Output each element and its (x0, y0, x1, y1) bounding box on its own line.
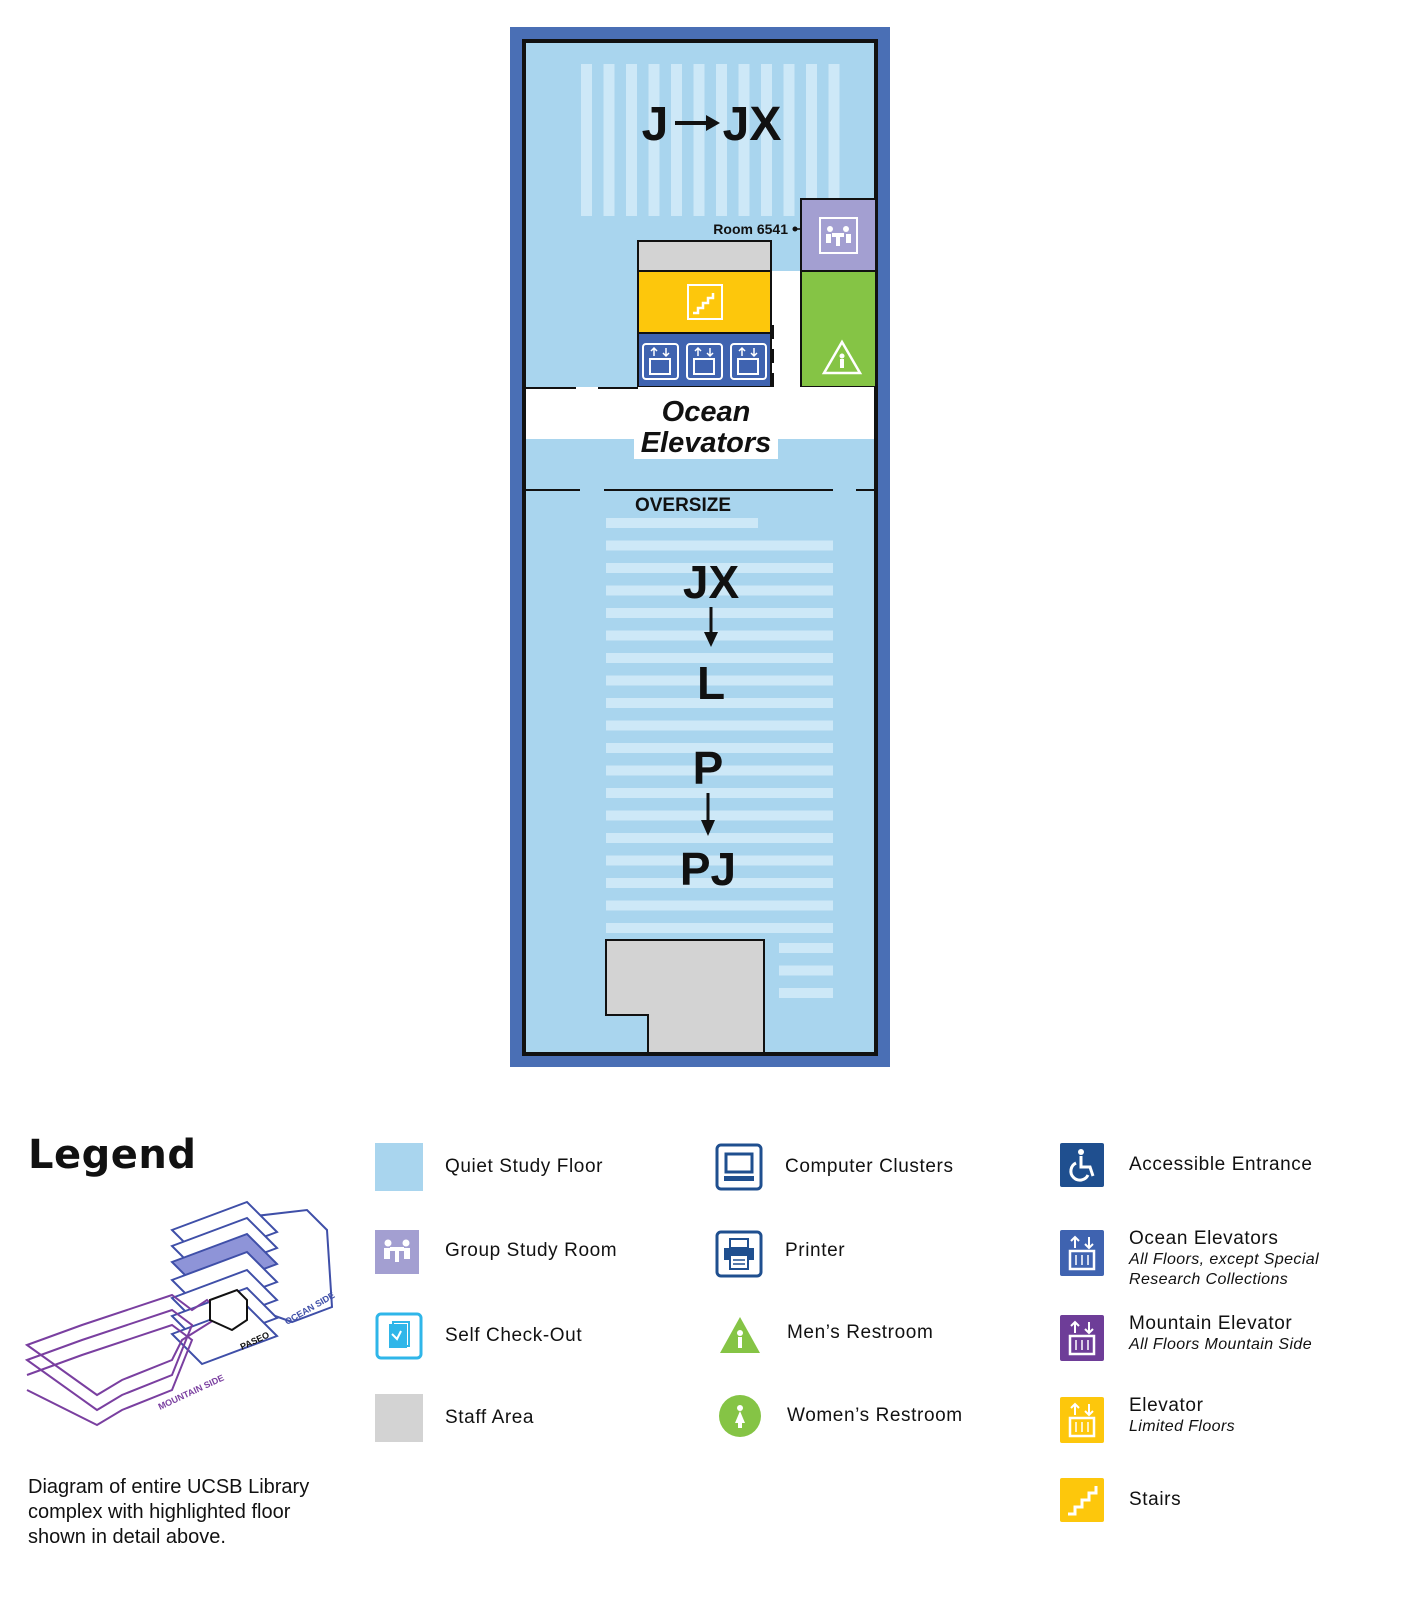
ocean-elevators-label-line2: Elevators (641, 427, 772, 459)
shelf-stripe (806, 64, 817, 216)
ocean-elevator-icon (1060, 1230, 1104, 1276)
shelf-stripe (606, 675, 833, 686)
shelf-stripe (606, 788, 833, 798)
shelf-stripe (779, 988, 833, 998)
group-study-icon (826, 226, 851, 246)
legend-item-ocean-elevators: Ocean Elevators All Floors, except Speci… (1060, 1228, 1339, 1290)
floor-plan-map: Room 6541 (510, 27, 890, 1067)
shelf-stripe (716, 64, 727, 216)
elevator-icon (642, 343, 679, 380)
elevator-icon (730, 343, 767, 380)
shelf-stripe (779, 965, 833, 976)
oversize-label: OVERSIZE (635, 495, 731, 516)
legend-item-printer: Printer (715, 1230, 845, 1278)
call-number-p-pj: P PJ (680, 742, 736, 895)
self-checkout-icon (375, 1312, 423, 1360)
shelf-stripe (581, 64, 592, 216)
stairs[interactable] (637, 270, 772, 334)
computer-icon (715, 1143, 763, 1191)
shelf-stripe (606, 563, 833, 573)
shelf-stripe (606, 540, 833, 551)
shelf-stripe (738, 64, 750, 216)
svg-text:PJ: PJ (680, 843, 736, 895)
legend-item-computer-clusters: Computer Clusters (715, 1143, 954, 1191)
legend-item-accessible-entrance: Accessible Entrance (1060, 1143, 1313, 1187)
call-number-jx-l: JX L (683, 556, 740, 709)
shelf-stripe (606, 923, 833, 933)
printer-icon (715, 1230, 763, 1278)
shelf-stripe (606, 810, 833, 821)
legend-item-self-checkout: Self Check-Out (375, 1312, 582, 1360)
mens-restroom-icon (821, 339, 863, 375)
shelf-stripe (606, 698, 833, 708)
elevator-lobby (526, 387, 874, 439)
legend-item-mountain-elevator: Mountain Elevator All Floors Mountain Si… (1060, 1313, 1312, 1361)
staff-area-swatch (375, 1394, 423, 1442)
shelf-stripe (606, 743, 833, 753)
shelf-stripe (671, 64, 682, 216)
group-study-icon (375, 1230, 419, 1274)
shelf-stripe (606, 855, 833, 866)
wheelchair-icon (1060, 1143, 1104, 1187)
womens-restroom-icon (719, 1395, 761, 1437)
mens-restroom[interactable] (800, 270, 877, 388)
mountain-elevator-icon (1060, 1315, 1104, 1361)
room-label: Room 6541 (713, 221, 788, 237)
group-study-room-6541[interactable] (800, 198, 877, 272)
shelf-stripe (603, 64, 615, 216)
call-number-j-jx: J JX (642, 98, 782, 151)
ocean-elevators-label: Ocean (662, 396, 751, 428)
shelf-stripe (606, 518, 758, 528)
shelf-stripe (828, 64, 840, 216)
legend-item-elevator: Elevator Limited Floors (1060, 1395, 1235, 1443)
legend-caption: Diagram of entire UCSB Library complex w… (28, 1476, 310, 1548)
elevator-icon (686, 343, 723, 380)
shelf-stripe (648, 64, 660, 216)
quiet-study-swatch (375, 1143, 423, 1191)
legend-title: Legend (28, 1132, 197, 1178)
shelf-stripe (606, 608, 833, 618)
legend-item-group-study: Group Study Room (375, 1230, 617, 1274)
stairs-icon (693, 293, 715, 315)
legend-item-staff-area: Staff Area (375, 1394, 534, 1442)
shelf-stripe (606, 878, 833, 888)
mens-restroom-icon (720, 1317, 760, 1353)
shelf-stripe (779, 943, 833, 953)
shelf-stripe (606, 720, 833, 731)
shelf-stripe (693, 64, 705, 216)
shelf-stripe (606, 833, 833, 843)
shelf-stripe (761, 64, 772, 216)
shelf-stripe (606, 765, 833, 776)
elevator-icon (1060, 1397, 1104, 1443)
legend-item-mens-restroom: Men’s Restroom (718, 1315, 933, 1355)
shelf-stripe (626, 64, 637, 216)
shelf-stripe (783, 64, 795, 216)
library-complex-diagram: MOUNTAIN SIDE OCEAN SIDE PASEO (24, 1200, 337, 1427)
ocean-elevators[interactable] (637, 332, 772, 388)
svg-text:P: P (693, 742, 724, 794)
legend-item-stairs: Stairs (1060, 1478, 1181, 1522)
north-stacks (581, 64, 840, 216)
svg-text:L: L (697, 657, 725, 709)
legend-item-quiet-study: Quiet Study Floor (375, 1143, 603, 1191)
shelf-stripe (606, 630, 833, 641)
shelf-stripe (606, 585, 833, 596)
shelf-stripe (606, 900, 833, 911)
svg-text:JX: JX (683, 556, 740, 608)
south-stacks (606, 518, 833, 998)
svg-text:JX: JX (723, 98, 782, 151)
shelf-stripe (606, 653, 833, 663)
staff-area-top (637, 240, 772, 272)
svg-text:J: J (642, 98, 669, 151)
stairs-icon (1060, 1478, 1104, 1522)
legend-item-womens-restroom: Women’s Restroom (718, 1394, 963, 1438)
